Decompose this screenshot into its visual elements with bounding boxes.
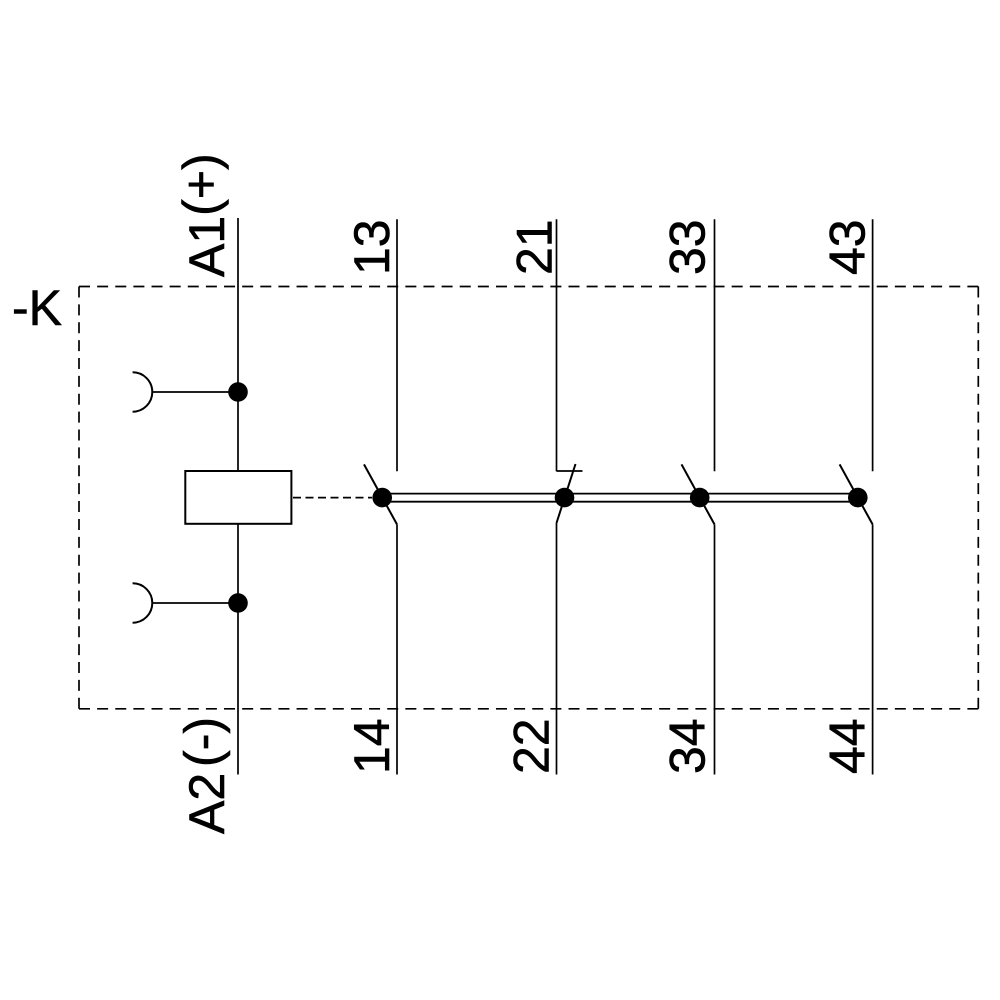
svg-text:-K: -K [12,280,62,336]
svg-text:44: 44 [820,718,876,774]
svg-text:13: 13 [344,219,400,275]
svg-text:34: 34 [660,718,716,774]
svg-text:14: 14 [344,718,400,774]
svg-text:43: 43 [820,219,876,275]
svg-text:A1(+): A1(+) [173,153,235,277]
svg-text:22: 22 [504,718,560,774]
svg-text:33: 33 [660,219,716,275]
svg-text:A2 (-): A2 (-) [175,717,236,834]
svg-text:21: 21 [507,219,563,275]
